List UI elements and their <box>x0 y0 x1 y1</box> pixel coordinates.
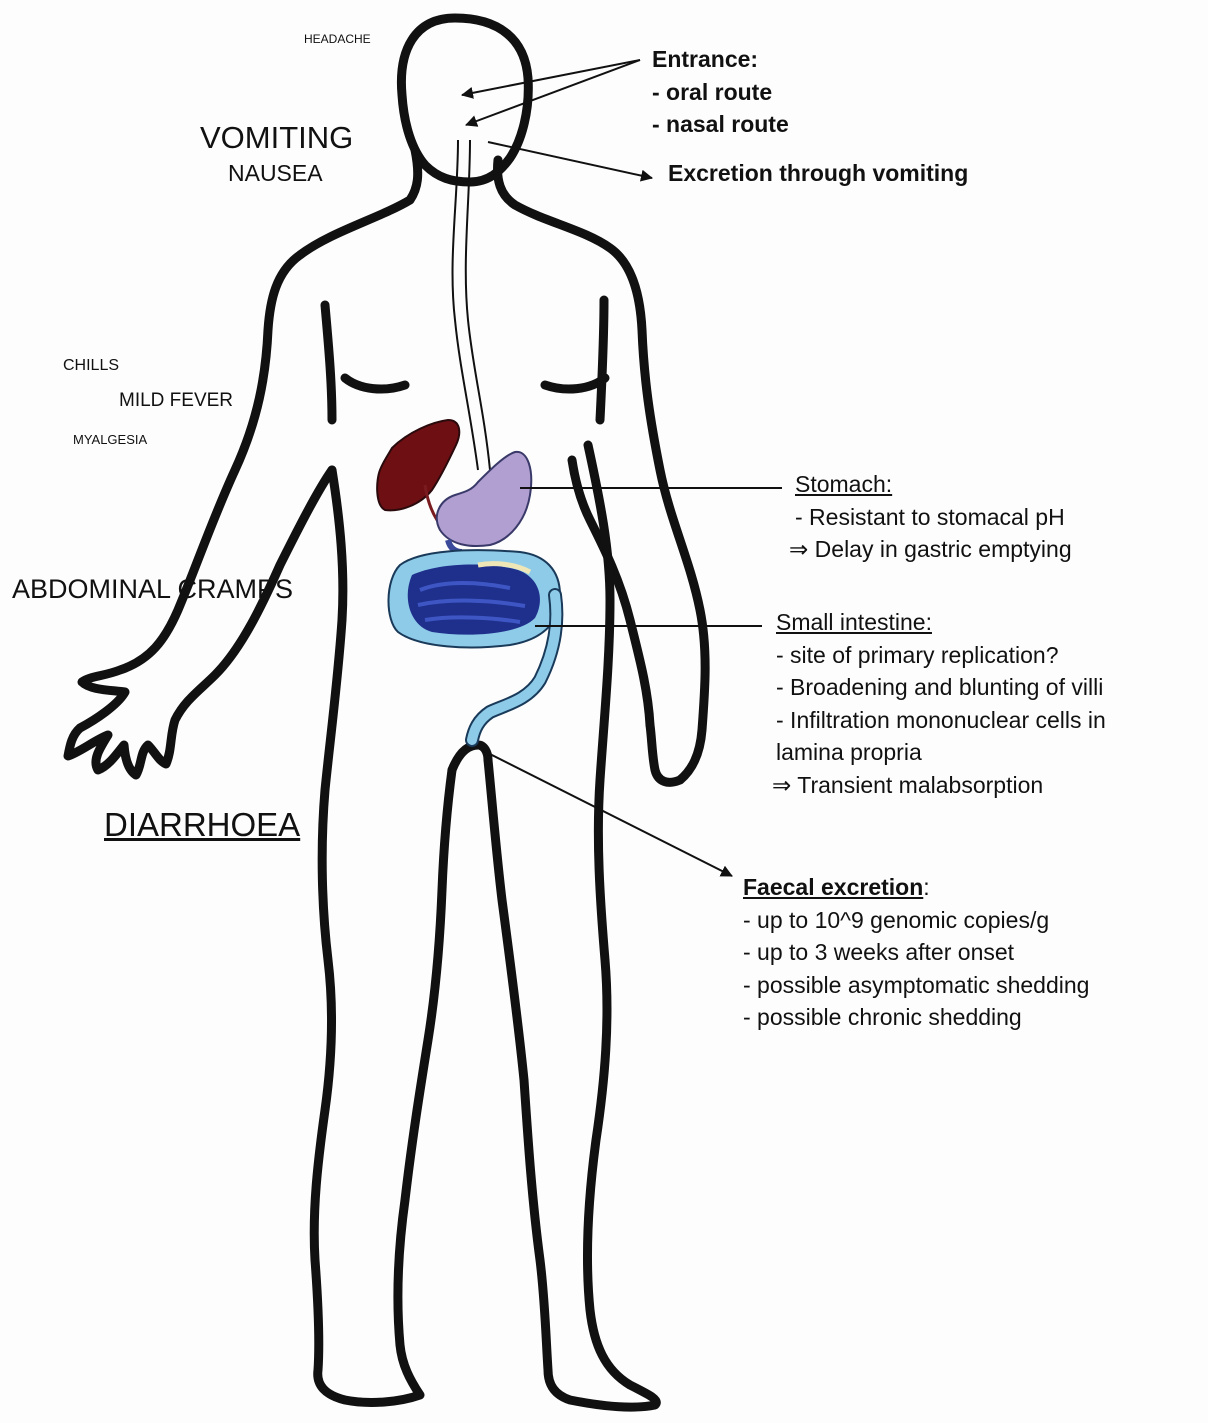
faecal-block: Faecal excretion: - up to 10^9 genomic c… <box>743 871 1089 1034</box>
liver-shape <box>377 420 459 510</box>
stomach-consequence: Delay in gastric emptying <box>815 536 1072 562</box>
small-intestine-title: Small intestine: <box>776 606 1106 639</box>
left-side-outline <box>68 150 418 775</box>
faecal-title-row: Faecal excretion: <box>743 871 1089 904</box>
stomach-shape <box>437 452 531 546</box>
faecal-item: - possible asymptomatic shedding <box>743 969 1089 1002</box>
small-intestine-block: Small intestine: - site of primary repli… <box>776 606 1106 801</box>
implies-arrow-icon: ⇒ <box>772 772 791 798</box>
stomach-block: Stomach: - Resistant to stomacal pH ⇒ De… <box>795 468 1072 566</box>
entrance-arrow-oral <box>462 60 640 95</box>
body-outline <box>68 18 705 1407</box>
small-intestine-item: - site of primary replication? <box>776 639 1106 672</box>
faecal-item: - possible chronic shedding <box>743 1001 1089 1034</box>
left-arm-inner-line <box>325 305 332 420</box>
symptom-myalgesia: MYALGESIA <box>73 433 147 446</box>
symptom-diarrhoea: DIARRHOEA <box>104 808 300 841</box>
implies-arrow-icon: ⇒ <box>789 536 808 562</box>
symptom-mild-fever: MILD FEVER <box>119 391 233 410</box>
faecal-title: Faecal excretion <box>743 874 923 900</box>
stomach-title: Stomach: <box>795 468 1072 501</box>
faecal-item: - up to 3 weeks after onset <box>743 936 1089 969</box>
symptom-nausea: NAUSEA <box>228 162 323 185</box>
right-chest-line <box>545 378 605 389</box>
crotch-outline <box>452 745 488 770</box>
entrance-item: - nasal route <box>652 108 789 141</box>
faecal-title-colon: : <box>923 874 929 900</box>
stomach-item: - Resistant to stomacal pH <box>795 501 1072 534</box>
vomiting-excretion-label: Excretion through vomiting <box>668 162 968 185</box>
small-intestine-item: - Broadening and blunting of villi <box>776 671 1106 704</box>
oesophagus <box>453 140 490 470</box>
stomach-consequence-row: ⇒ Delay in gastric emptying <box>789 533 1072 566</box>
symptom-vomiting: VOMITING <box>200 122 353 153</box>
right-arm-inner-line <box>600 300 604 420</box>
entrance-arrow-nasal <box>466 60 640 125</box>
entrance-item: - oral route <box>652 76 789 109</box>
symptom-abdominal-cramps: ABDOMINAL CRAMPS <box>12 576 293 603</box>
entrance-block: Entrance: - oral route - nasal route <box>652 43 789 141</box>
entrance-title: Entrance: <box>652 43 789 76</box>
symptom-headache: HEADACHE <box>304 33 371 45</box>
faecal-item: - up to 10^9 genomic copies/g <box>743 904 1089 937</box>
small-intestine-item: lamina propria <box>776 736 1106 769</box>
small-intestine-shape <box>388 550 560 740</box>
left-chest-line <box>345 378 405 389</box>
small-intestine-consequence: Transient malabsorption <box>797 772 1043 798</box>
small-intestine-item: - Infiltration mononuclear cells in <box>776 704 1106 737</box>
symptom-chills: CHILLS <box>63 358 119 374</box>
small-intestine-consequence-row: ⇒ Transient malabsorption <box>772 769 1106 802</box>
